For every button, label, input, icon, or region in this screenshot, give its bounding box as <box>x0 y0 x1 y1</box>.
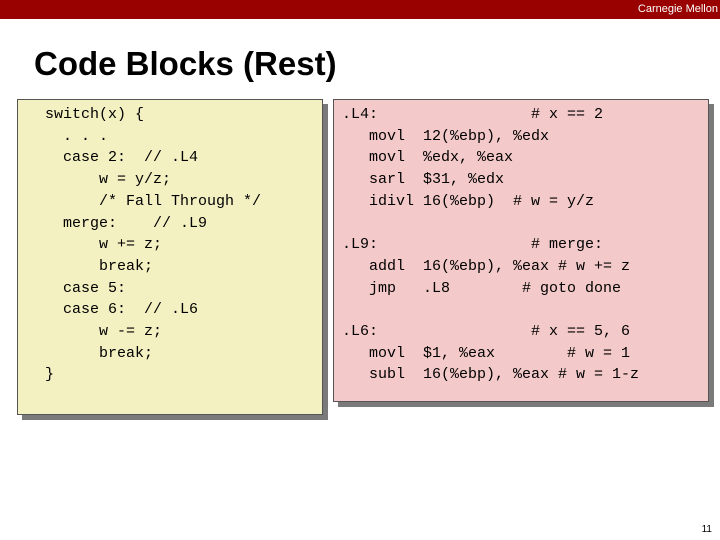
code-line: case 2: // .L4 <box>45 149 199 167</box>
code-line: switch(x) { <box>45 106 145 123</box>
code-line: jmp .L8 # goto done <box>342 279 622 297</box>
c-code-box: switch(x) { . . . case 2: // .L4 w = y/z… <box>17 99 323 415</box>
code-line: . . . <box>45 127 109 145</box>
code-line: } <box>45 366 55 384</box>
code-line: .L9: # merge: <box>342 236 604 254</box>
asm-code-text: .L4: # x == 2 movl 12(%ebp), %edx movl %… <box>342 104 639 386</box>
code-line: addl 16(%ebp), %eax # w += z <box>342 257 631 275</box>
slide-title: Code Blocks (Rest) <box>34 45 337 82</box>
code-line: movl 12(%ebp), %edx <box>342 127 550 145</box>
code-line: case 5: <box>45 279 127 297</box>
code-line: .L4: # x == 2 <box>342 106 604 123</box>
code-line: movl %edx, %eax <box>342 149 514 167</box>
page-number: 11 <box>701 524 712 535</box>
code-line: movl $1, %eax # w = 1 <box>342 344 631 362</box>
c-code-text: switch(x) { . . . case 2: // .L4 w = y/z… <box>45 104 261 386</box>
code-line: subl 16(%ebp), %eax # w = 1-z <box>342 366 640 384</box>
code-line: w = y/z; <box>45 171 172 189</box>
code-line: w -= z; <box>45 323 163 341</box>
code-line: /* Fall Through */ <box>45 192 262 210</box>
code-line: case 6: // .L6 <box>45 301 199 319</box>
code-line: .L6: # x == 5, 6 <box>342 323 631 341</box>
code-line: w += z; <box>45 236 163 254</box>
code-line: sarl $31, %edx <box>342 171 505 189</box>
header-bar: Carnegie Mellon <box>0 0 720 19</box>
code-line: merge: // .L9 <box>45 214 208 232</box>
asm-code-box: .L4: # x == 2 movl 12(%ebp), %edx movl %… <box>333 99 709 402</box>
code-line: break; <box>45 344 154 362</box>
code-line: break; <box>45 257 154 275</box>
code-line: idivl 16(%ebp) # w = y/z <box>342 192 595 210</box>
brand-label: Carnegie Mellon <box>637 3 718 15</box>
